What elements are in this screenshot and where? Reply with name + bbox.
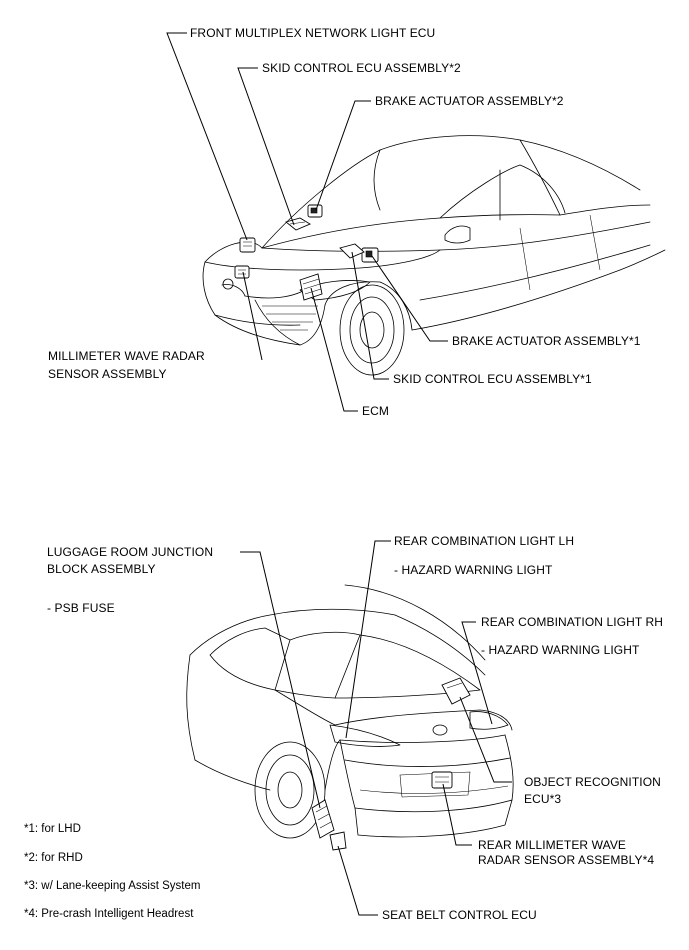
label-rear-millimeter-wave-line2: RADAR SENSOR ASSEMBLY*4 xyxy=(478,853,655,867)
label-luggage-room-junction-line2: BLOCK ASSEMBLY xyxy=(47,562,156,576)
label-rear-combination-light-lh: REAR COMBINATION LIGHT LH xyxy=(394,534,575,548)
brake-actuator-2-part xyxy=(307,204,323,218)
label-luggage-room-junction-line1: LUGGAGE ROOM JUNCTION xyxy=(47,545,214,559)
label-front-multiplex-network-light-ecu: FRONT MULTIPLEX NETWORK LIGHT ECU xyxy=(190,26,436,40)
label-object-recognition-line1: OBJECT RECOGNITION xyxy=(524,775,661,789)
label-seat-belt-control-ecu: SEAT BELT CONTROL ECU xyxy=(382,908,537,922)
label-hazard-warning-light-lh: - HAZARD WARNING LIGHT xyxy=(394,563,553,577)
rear-mmw-radar-part xyxy=(431,771,453,789)
skid-control-ecu-2-part xyxy=(285,217,311,231)
object-recognition-ecu-part xyxy=(441,677,471,705)
label-psb-fuse: - PSB FUSE xyxy=(47,601,115,615)
footnote-4: *4: Pre-crash Intelligent Headrest xyxy=(24,908,194,920)
mmw-radar-part xyxy=(234,265,250,279)
footnote-1: *1: for LHD xyxy=(24,823,81,835)
label-rear-combination-light-rh: REAR COMBINATION LIGHT RH xyxy=(481,615,664,629)
brake-actuator-1-part xyxy=(361,247,379,263)
label-millimeter-wave-radar-line2: SENSOR ASSEMBLY xyxy=(48,367,167,381)
label-brake-actuator-assembly-1: BRAKE ACTUATOR ASSEMBLY*1 xyxy=(452,334,641,348)
front-multiplex-ecu-part xyxy=(239,237,256,253)
label-rear-millimeter-wave-line1: REAR MILLIMETER WAVE xyxy=(478,838,627,852)
skid-control-ecu-1-part xyxy=(339,243,365,259)
label-ecm: ECM xyxy=(362,404,389,418)
label-skid-control-ecu-assembly-2: SKID CONTROL ECU ASSEMBLY*2 xyxy=(262,61,461,75)
front-leader-lines xyxy=(166,32,448,412)
luggage-junction-block-part xyxy=(311,799,335,839)
label-brake-actuator-assembly-2: BRAKE ACTUATOR ASSEMBLY*2 xyxy=(375,94,564,108)
footnote-3: *3: w/ Lane-keeping Assist System xyxy=(24,880,201,892)
footnote-2: *2: for RHD xyxy=(24,852,83,864)
label-millimeter-wave-radar-line1: MILLIMETER WAVE RADAR xyxy=(48,349,205,363)
label-object-recognition-line2: ECU*3 xyxy=(524,792,562,806)
rear-leader-lines xyxy=(240,540,512,916)
label-skid-control-ecu-assembly-1: SKID CONTROL ECU ASSEMBLY*1 xyxy=(393,372,592,386)
seat-belt-ecu-part xyxy=(329,831,347,851)
label-hazard-warning-light-rh: - HAZARD WARNING LIGHT xyxy=(481,643,640,657)
front-car-illustration xyxy=(202,135,666,376)
rear-car-illustration xyxy=(186,584,514,839)
ecm-part xyxy=(299,273,323,301)
